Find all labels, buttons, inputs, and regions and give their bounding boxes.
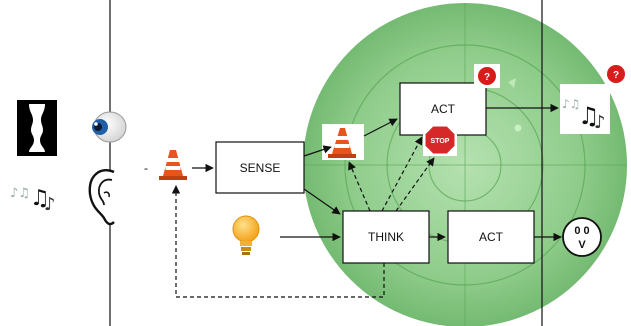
svg-text:?: ? bbox=[484, 72, 490, 83]
sense-label: SENSE bbox=[240, 161, 281, 175]
svg-text:♪♫: ♪♫ bbox=[10, 186, 30, 201]
gauge-bottom-label: V bbox=[578, 239, 586, 251]
traffic-cone-icon bbox=[159, 150, 187, 180]
music-notes-icon: ♪♫ ♫ ♪ bbox=[10, 186, 56, 215]
music-notes-icon: ♪♫ ♫ ♪ bbox=[560, 84, 610, 134]
input-dash: - bbox=[144, 161, 148, 175]
think-box: THINK bbox=[342, 210, 430, 264]
think-label: THINK bbox=[368, 230, 404, 244]
face-vase-icon bbox=[17, 100, 57, 156]
eye-icon bbox=[92, 111, 127, 143]
act-bottom-box: ACT bbox=[447, 210, 535, 264]
sense-box: SENSE bbox=[215, 141, 305, 194]
svg-text:♪♫: ♪♫ bbox=[562, 97, 580, 111]
stop-sign-icon: STOP bbox=[423, 124, 457, 156]
svg-text:♫: ♫ bbox=[30, 186, 50, 211]
question-mark-icon: ? bbox=[607, 65, 625, 83]
act-bottom-label: ACT bbox=[479, 230, 504, 244]
gauge-icon: 0 0 V bbox=[562, 217, 602, 257]
svg-text:♪: ♪ bbox=[44, 194, 56, 215]
light-bulb-icon bbox=[232, 215, 260, 255]
stop-label: STOP bbox=[431, 138, 450, 145]
svg-text:♫: ♫ bbox=[578, 102, 600, 130]
traffic-cone-icon bbox=[322, 124, 364, 160]
radar-icon bbox=[303, 3, 627, 326]
act-top-label: ACT bbox=[431, 102, 456, 116]
question-mark-icon: ? bbox=[474, 64, 500, 88]
svg-text:?: ? bbox=[613, 70, 619, 81]
gauge-top-label: 0 0 bbox=[574, 225, 589, 237]
ear-icon bbox=[88, 169, 115, 226]
svg-text:♪: ♪ bbox=[594, 112, 606, 133]
